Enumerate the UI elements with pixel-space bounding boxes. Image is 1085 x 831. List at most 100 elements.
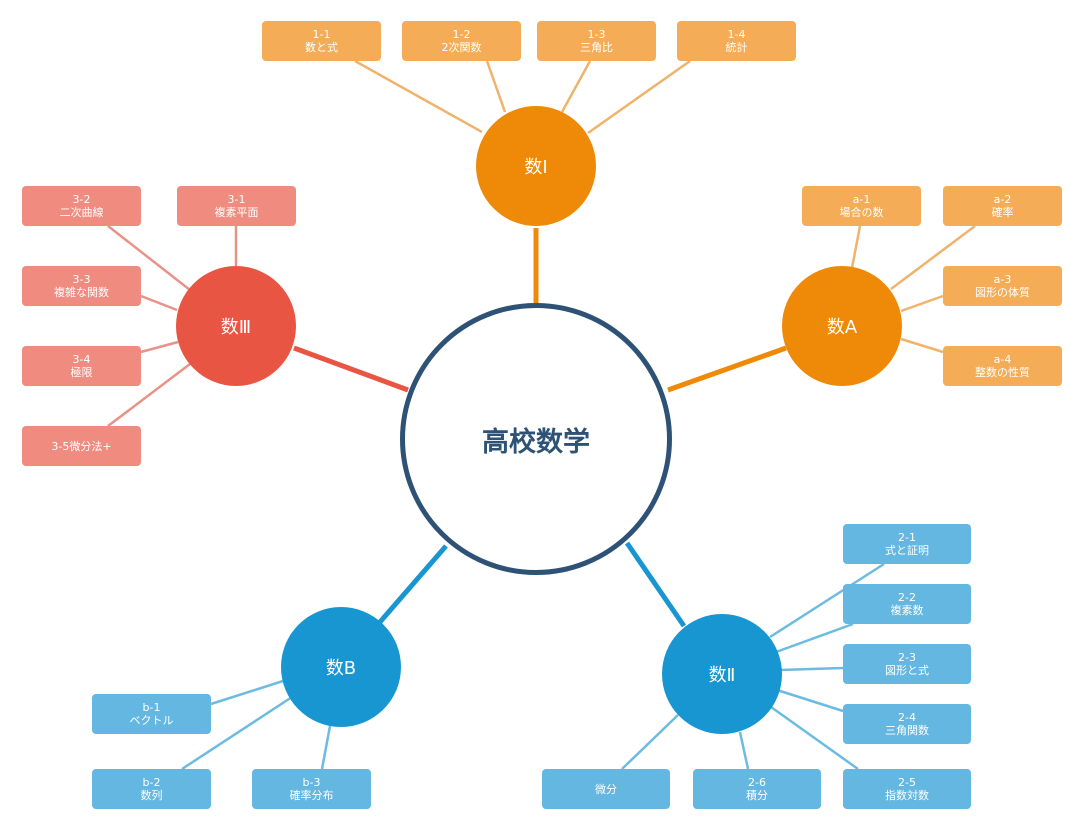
topic-code: 1-3 xyxy=(587,28,606,41)
topic-label: 統計 xyxy=(725,41,748,54)
topic-label: 数列 xyxy=(140,789,163,802)
topic-code: 2-3 xyxy=(898,651,916,664)
leaf-connector-math2-1 xyxy=(775,622,854,654)
topic-label: 整数の性質 xyxy=(975,366,1030,379)
topic-label: 極限 xyxy=(70,366,93,379)
topic-code: 1-2 xyxy=(452,28,471,41)
topic-code: a-1 xyxy=(852,193,871,206)
branch-connector-mathB xyxy=(378,544,448,624)
leaf-connector-mathA-1 xyxy=(890,225,976,290)
leaf-connector-math3-1 xyxy=(107,225,191,291)
leaf-connector-math1-2 xyxy=(560,60,592,113)
leaf-connector-math2-2 xyxy=(779,666,844,672)
topic-label: 場合の数 xyxy=(839,206,884,219)
leaf-connector-math2-6 xyxy=(621,714,679,770)
topic-label: 二次曲線 xyxy=(59,206,104,219)
topic-label: 式と証明 xyxy=(885,544,929,557)
leaf-connector-math3-3 xyxy=(140,340,179,354)
topic-code: 3-1 xyxy=(227,193,246,206)
topic-label: 図形と式 xyxy=(885,664,929,677)
topic-label: 複雑な関数 xyxy=(54,286,109,299)
topic-label: 複素数 xyxy=(890,604,924,617)
topic-code: 2-1 xyxy=(898,531,916,544)
branch-node-label: 数Ⅱ xyxy=(708,665,736,686)
leaf-connector-math3-2 xyxy=(140,294,178,312)
topic-code: a-2 xyxy=(993,193,1012,206)
branch-node-math3[interactable]: 数Ⅲ xyxy=(176,266,296,386)
branch-node-math2[interactable]: 数Ⅱ xyxy=(662,614,782,734)
topic-code: 2-6 xyxy=(748,776,766,789)
topic-label: 指数対数 xyxy=(885,789,929,802)
topic-label: 微分 xyxy=(595,782,617,796)
branch-node-label: 数Ⅲ xyxy=(220,317,252,338)
topic-label: 数と式 xyxy=(305,41,338,54)
branch-node-label: 数B xyxy=(325,658,357,679)
topic-code: 1-1 xyxy=(312,28,331,41)
topic-label: 確率分布 xyxy=(289,789,334,802)
topic-code: 3-2 xyxy=(72,193,91,206)
topic-code: b-1 xyxy=(142,701,161,714)
topic-label: 三角比 xyxy=(580,41,613,54)
topic-code: 1-4 xyxy=(727,28,746,41)
leaf-connector-math3-4 xyxy=(107,363,191,427)
topic-code: 3-3 xyxy=(72,273,91,286)
leaf-connector-mathA-0 xyxy=(850,225,862,269)
center-node-label: 高校数学 xyxy=(482,426,590,458)
branch-connector-mathA xyxy=(667,345,787,393)
leaf-connector-math2-4 xyxy=(770,705,859,771)
leaf-connector-mathB-2 xyxy=(320,725,332,770)
topic-label: 3-5微分法+ xyxy=(51,439,112,453)
topic-code: 2-4 xyxy=(898,711,916,724)
topic-label: 図形の体質 xyxy=(975,286,1030,299)
leaf-connector-math1-3 xyxy=(587,59,691,135)
leaf-connector-mathA-3 xyxy=(900,337,944,354)
branch-node-math1[interactable]: 数Ⅰ xyxy=(476,106,596,226)
branch-connector-math2 xyxy=(624,541,687,628)
leaf-connector-math1-0 xyxy=(354,59,483,134)
branch-node-mathB[interactable]: 数B xyxy=(281,607,401,727)
topic-code: 2-5 xyxy=(898,776,916,789)
branch-connector-math3 xyxy=(293,345,409,393)
branch-node-label: 数Ⅰ xyxy=(524,157,548,178)
leaf-connector-math2-3 xyxy=(776,688,844,713)
topic-code: 2-2 xyxy=(898,591,916,604)
topic-label: 三角関数 xyxy=(885,724,929,737)
center-node[interactable]: 高校数学 xyxy=(400,303,672,575)
topic-code: b-2 xyxy=(142,776,161,789)
leaf-connector-math2-0 xyxy=(769,562,885,639)
leaf-connector-mathB-0 xyxy=(210,679,284,706)
topic-label: ベクトル xyxy=(129,714,174,727)
leaf-connector-math2-5 xyxy=(738,731,750,770)
topic-label: 2次関数 xyxy=(441,41,482,54)
topic-box-math2-6[interactable]: 微分 xyxy=(542,769,670,809)
topic-label: 複素平面 xyxy=(214,206,259,219)
topic-box-math3-4[interactable]: 3-5微分法+ xyxy=(22,426,141,466)
branch-node-mathA[interactable]: 数A xyxy=(782,266,902,386)
topic-code: b-3 xyxy=(302,776,321,789)
topic-code: a-4 xyxy=(993,353,1012,366)
leaf-connector-mathB-1 xyxy=(181,695,293,771)
